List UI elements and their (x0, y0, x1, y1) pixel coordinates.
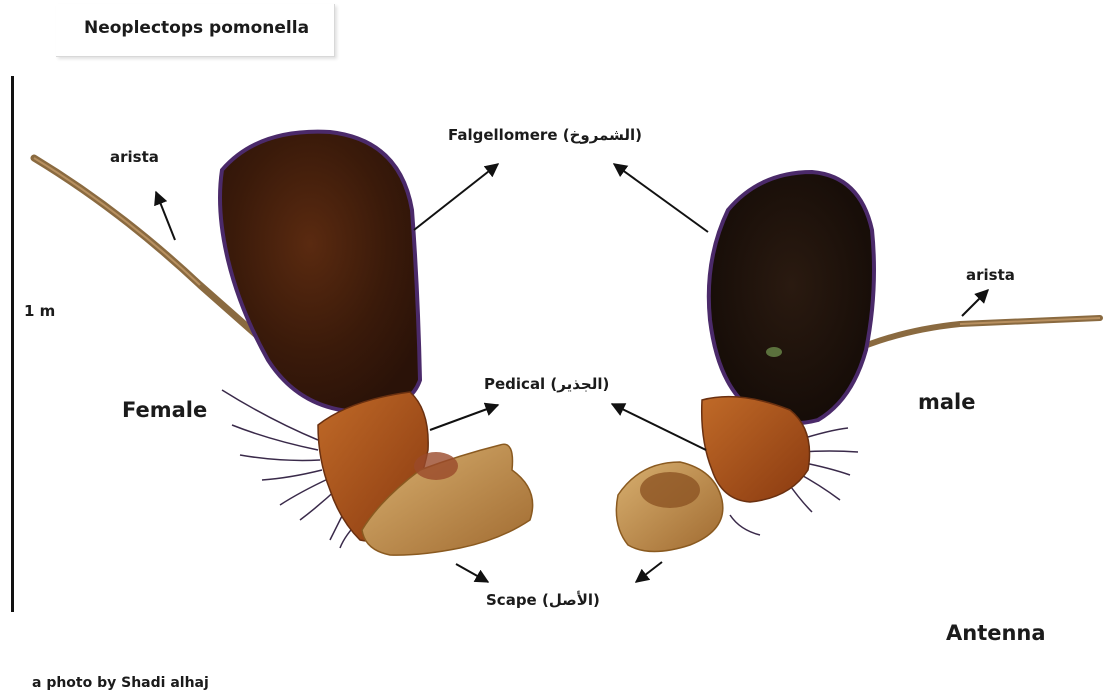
pedicel-label: Pedical (الجذير) (484, 375, 609, 393)
arrow-scape-right (636, 562, 662, 582)
arrow-pedicel-left (430, 405, 498, 430)
antenna-label: Antenna (946, 621, 1046, 645)
arrow-arista-right (962, 290, 988, 316)
arista-label-left: arista (110, 148, 159, 166)
arrow-scape-left (456, 564, 488, 582)
female-label: Female (122, 398, 207, 422)
arista-label-right: arista (966, 266, 1015, 284)
photo-credit: a photo by Shadi alhaj (32, 675, 209, 691)
male-antenna (616, 172, 1100, 552)
scape-label: Scape (الأصل) (486, 591, 600, 609)
arrow-flagellomere-left (414, 164, 498, 230)
flagellomere-label: Falgellomere (الشمروخ) (448, 126, 642, 144)
arrow-flagellomere-right (614, 164, 708, 232)
arrow-arista-left (156, 192, 175, 240)
arrow-pedicel-right (612, 404, 706, 450)
male-label: male (918, 390, 976, 414)
